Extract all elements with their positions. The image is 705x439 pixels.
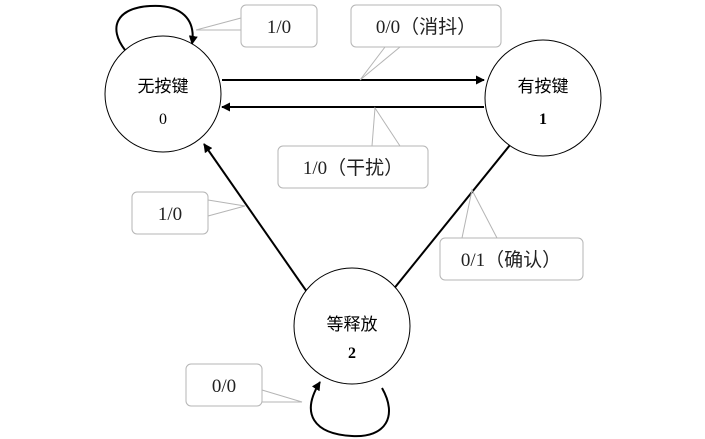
state-label-1: 有按键 (518, 77, 569, 96)
callout-text: 0/0 (212, 376, 236, 397)
transition-edge-s2-s0 (203, 143, 315, 303)
callout-box (350, 4, 502, 48)
state-label-2: 等释放 (327, 315, 378, 334)
callout-box (277, 145, 429, 189)
transition-label-s2-self: 0/0 (185, 363, 303, 407)
callout-text: 0/0（消抖） (376, 16, 476, 38)
state-circle-1 (484, 39, 602, 157)
state-number-2: 2 (348, 345, 356, 362)
callout-tail (195, 17, 242, 31)
transition-label-s1-s0: 1/0（干扰） (277, 106, 429, 189)
state-circle-2 (293, 267, 411, 385)
state-number-1: 1 (539, 111, 547, 128)
transition-label-s1-s2: 0/1（确认） (439, 188, 584, 281)
state-circle-0 (104, 35, 222, 153)
callout-text: 0/1（确认） (461, 249, 561, 271)
transition-edge-s1-s2 (387, 144, 511, 297)
state-node-1: 有按键 1 (484, 39, 602, 157)
callout-box (131, 191, 209, 235)
callout-text: 1/0 (267, 17, 291, 38)
state-label-0: 无按键 (138, 77, 189, 96)
state-node-0: 无按键 0 (104, 35, 222, 153)
callout-tail (207, 199, 246, 217)
transition-edge-s0-self (115, 4, 198, 51)
transition-label-s0-self: 1/0 (195, 4, 318, 48)
callout-tail (359, 46, 401, 81)
transition-label-s0-s1: 0/0（消抖） (350, 4, 502, 81)
callout-box (185, 363, 263, 407)
transition-edge-s2-self (310, 381, 390, 438)
callout-text: 1/0 (158, 204, 182, 225)
transition-label-s2-s0: 1/0 (131, 191, 246, 235)
state-number-0: 0 (159, 111, 167, 128)
state-node-2: 等释放 2 (293, 267, 411, 385)
callout-tail (261, 389, 303, 403)
callout-tail (461, 188, 498, 239)
callout-text: 1/0（干扰） (303, 157, 403, 179)
callout-box (240, 4, 318, 48)
callout-box (439, 237, 584, 281)
callout-tail (371, 106, 401, 147)
